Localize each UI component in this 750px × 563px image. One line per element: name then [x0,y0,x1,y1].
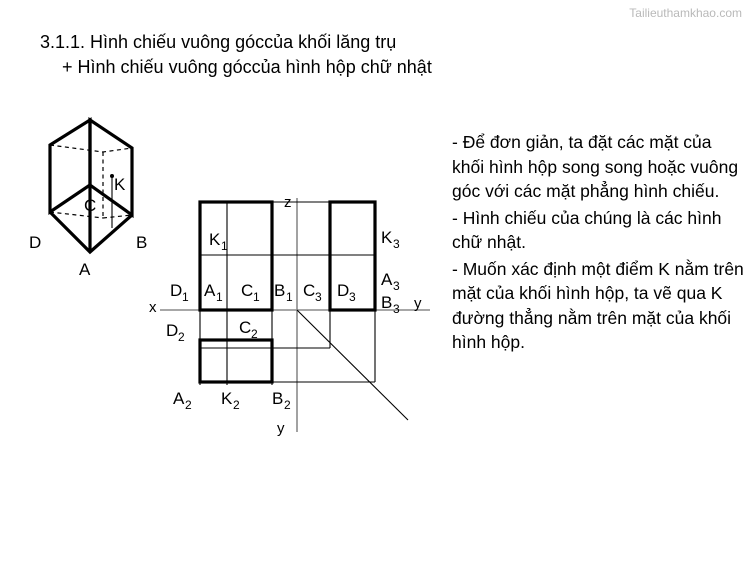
label-d3-letter: D [337,281,349,300]
label-a2-letter: A [173,389,185,408]
label-k-3d: K [114,175,126,194]
heading-line-2: + Hình chiếu vuông góccủa hình hộp chữ n… [62,57,432,77]
label-d3: D 3 [337,281,356,304]
label-k3-letter: K [381,228,393,247]
box-hidden-edge-bottom-right [102,214,133,219]
label-b2-sub: 2 [284,398,291,412]
miter-line-45 [296,309,409,421]
label-axis-y-right: y [414,295,422,312]
label-a1-letter: A [204,281,216,300]
note-item: - Hình chiếu của chúng là các hình chữ n… [452,207,722,253]
label-c2-sub: 2 [251,327,258,341]
heading-line-1: 3.1.1. Hình chiếu vuông góccủa khối lăng… [40,32,397,52]
label-a3-sub: 3 [393,279,400,293]
label-k2-sub: 2 [233,398,240,412]
note-item: - Để đơn giản, ta đặt các mặt của khối h… [452,132,739,201]
isometric-box-diagram: K C D B A [29,117,147,279]
label-b3-sub: 3 [393,302,400,316]
label-b1-letter: B [274,281,285,300]
label-k3: K 3 [381,228,400,251]
label-k2-letter: K [221,389,233,408]
side-view-rect [328,200,377,312]
label-c1-letter: C [241,281,253,300]
label-d2: D 2 [166,321,185,344]
label-k1-sub: 1 [221,239,228,253]
label-d1-letter: D [170,281,182,300]
box-right-face [88,117,134,219]
label-c3: C 3 [303,281,322,304]
label-d2-letter: D [166,321,178,340]
label-k2: K 2 [221,389,240,412]
label-d1: D 1 [170,281,189,304]
label-b-3d: B [136,233,147,252]
label-k1-letter: K [209,230,221,249]
label-c1-sub: 1 [253,290,260,304]
label-a1-sub: 1 [216,290,223,304]
watermark-text: Tailieuthamkhao.com [629,6,742,20]
point-k-marker [110,174,114,178]
label-c2-letter: C [239,318,251,337]
page-title: 3.1.1. Hình chiếu vuông góccủa khối lăng… [40,30,560,80]
label-a3-letter: A [381,270,393,289]
box-hidden-edge-bottom-left [49,211,104,219]
label-k1: K 1 [209,230,228,253]
label-c-3d: C [84,196,96,215]
label-d2-sub: 2 [178,330,185,344]
label-b2: B 2 [272,389,291,412]
notes-block: - Để đơn giản, ta đặt các mặt của khối h… [452,130,744,357]
label-b1: B 1 [274,281,293,304]
note-item: - Muốn xác định một điểm K nằm trên mặt … [452,258,744,353]
label-a2: A 2 [173,389,192,412]
label-d3-sub: 3 [349,290,356,304]
label-b1-sub: 1 [286,290,293,304]
label-axis-z: z [284,194,292,211]
label-a2-sub: 2 [185,398,192,412]
label-a1: A 1 [204,281,223,304]
label-a3: A 3 [381,270,400,293]
label-b3-letter: B [381,293,392,312]
top-view-rect [198,338,274,384]
label-c3-sub: 3 [315,290,322,304]
label-c2: C 2 [239,318,258,341]
label-c1: C 1 [241,281,260,304]
orthographic-projection-diagram: z y x y K 1 A 1 C 1 B 1 D 1 [149,194,430,437]
label-b2-letter: B [272,389,283,408]
label-axis-x: x [149,299,157,316]
label-k3-sub: 3 [393,237,400,251]
label-a-3d: A [79,260,91,279]
label-c3-letter: C [303,281,315,300]
front-view-rect [198,200,274,312]
label-d1-sub: 1 [182,290,189,304]
label-d-3d: D [29,233,41,252]
label-axis-y-bottom: y [277,420,285,437]
label-b3: B 3 [381,293,400,316]
